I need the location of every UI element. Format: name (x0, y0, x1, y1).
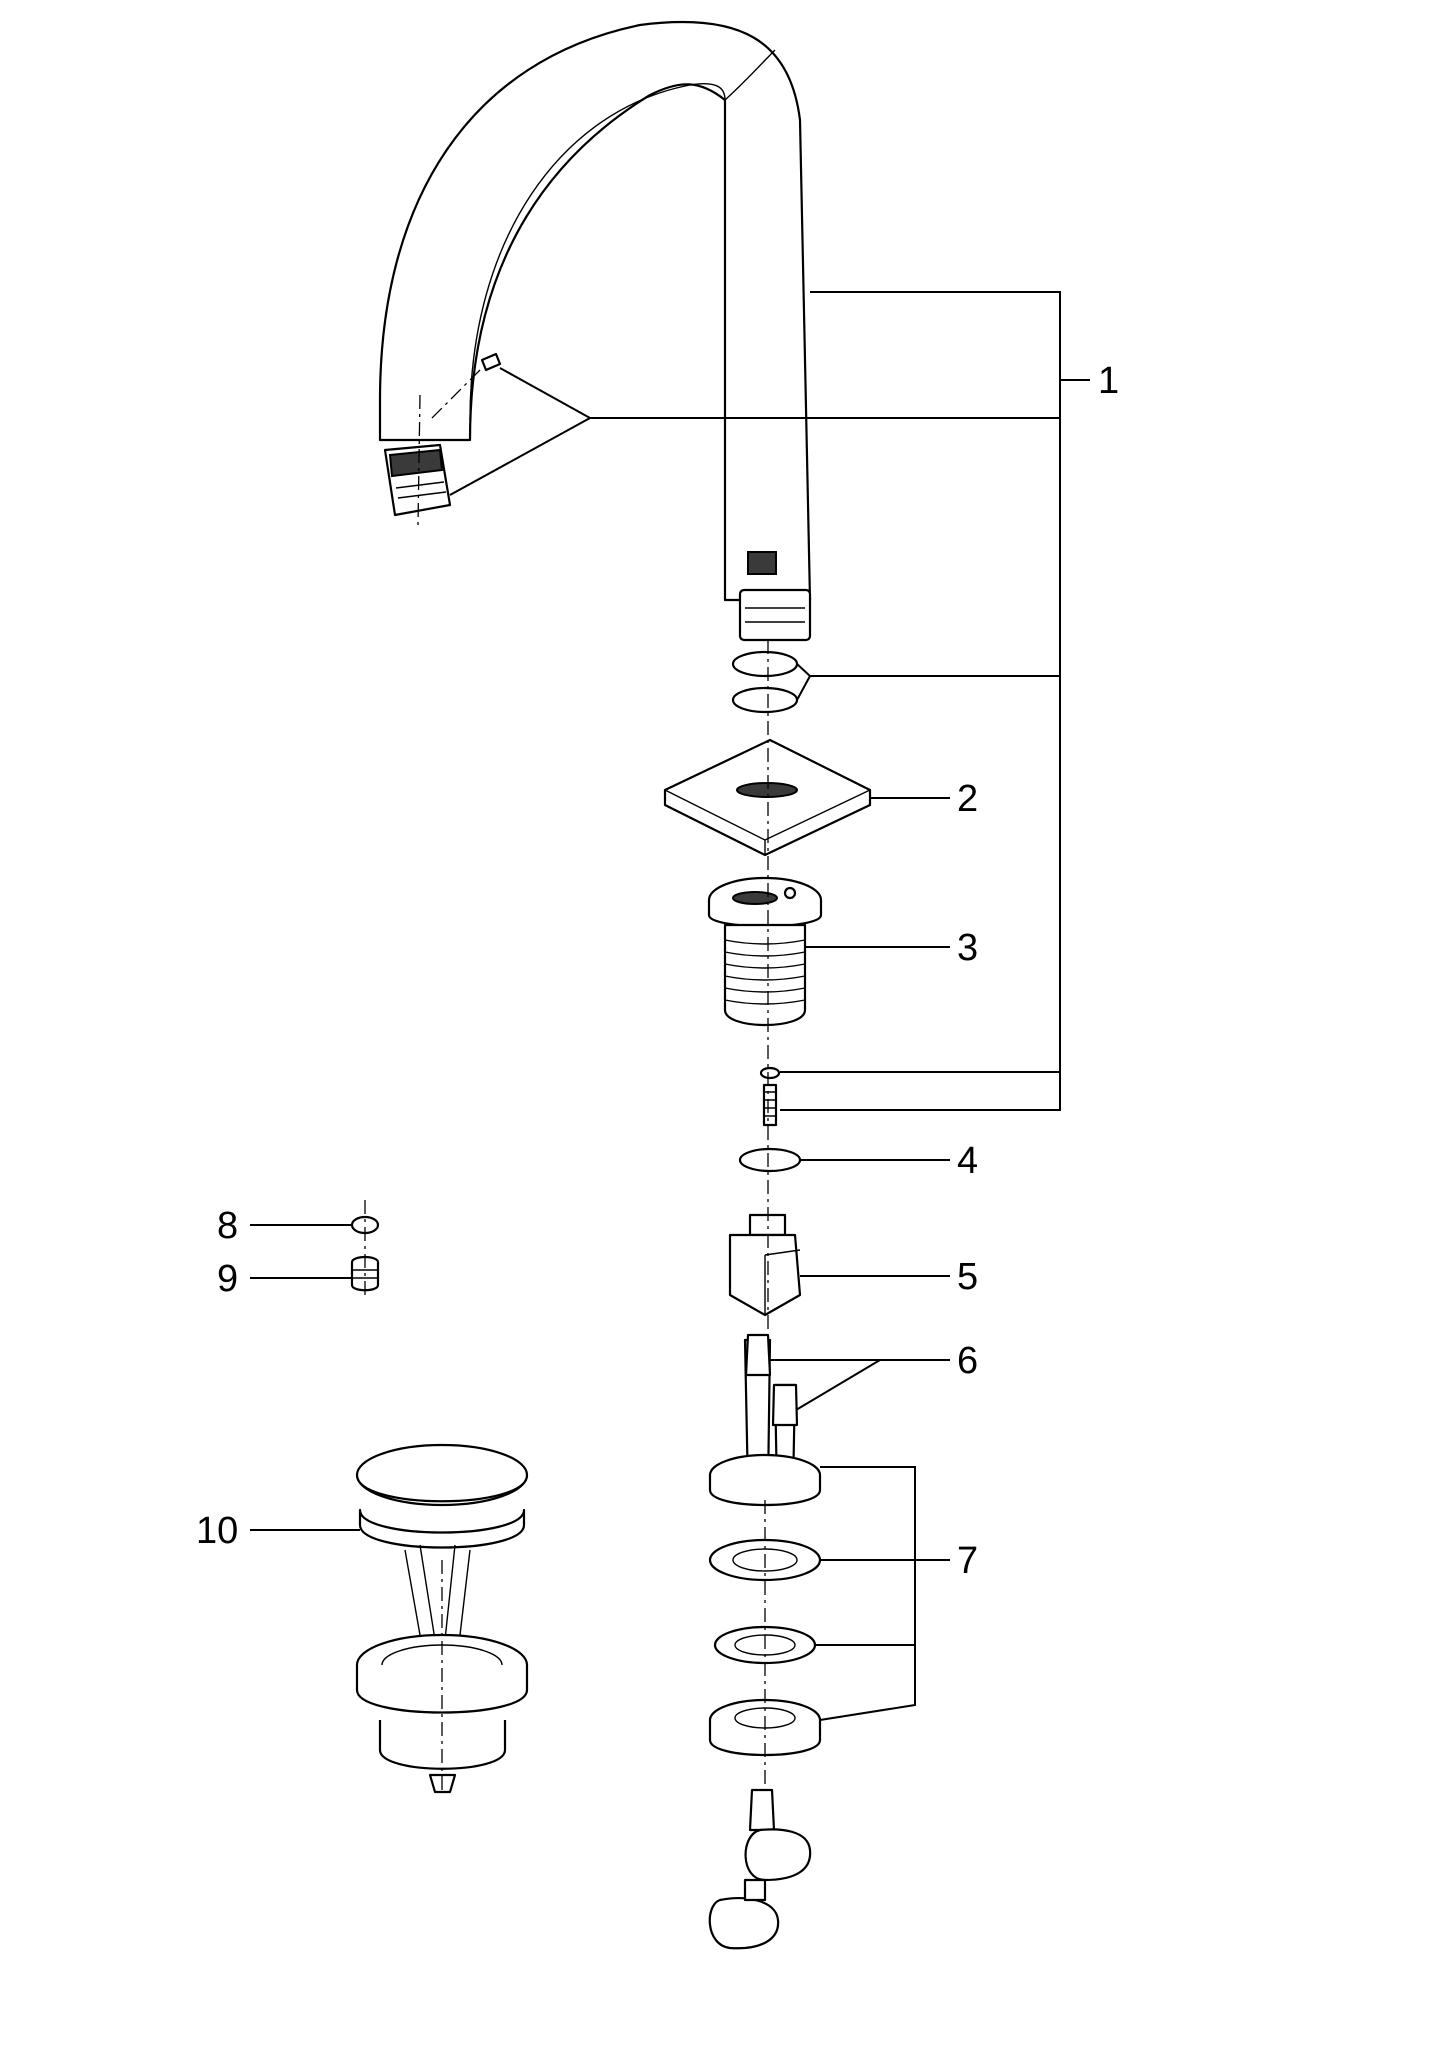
axis-center (764, 640, 769, 1790)
callout-5: 5 (957, 1256, 978, 1298)
callout-8: 8 (217, 1205, 238, 1247)
part-10-drain (355, 1443, 529, 1794)
axis-screw (429, 369, 481, 421)
callout-2: 2 (957, 778, 978, 820)
callout-7: 7 (957, 1540, 978, 1582)
callout-9: 9 (217, 1258, 238, 1300)
callout-10: 10 (196, 1510, 238, 1552)
part-1-o-rings (731, 650, 799, 714)
part-1-spout (378, 20, 812, 642)
part-4-o-ring (738, 1147, 802, 1173)
part-1-screw (759, 1066, 781, 1127)
part-2-rosette (663, 738, 872, 857)
callout-3: 3 (957, 927, 978, 969)
callout-6: 6 (957, 1340, 978, 1382)
callout-4: 4 (957, 1140, 978, 1182)
hose-end-fittings (708, 1788, 812, 1950)
axis-aerator (417, 394, 421, 526)
leader-lines (250, 291, 1090, 1721)
part-5-connector (728, 1213, 802, 1317)
part-3-threaded-base (707, 876, 823, 1026)
callout-1: 1 (1098, 360, 1119, 402)
part-6-hoses (743, 1333, 799, 1492)
